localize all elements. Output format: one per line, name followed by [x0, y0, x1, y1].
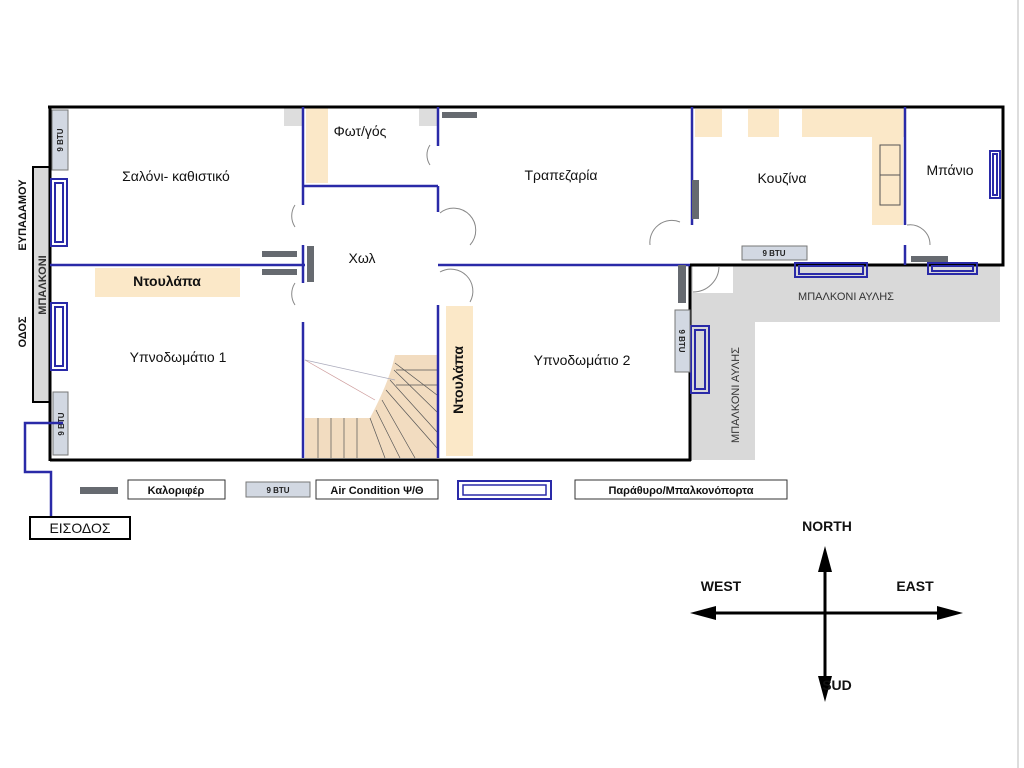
- street-name-line2: ΕΥΠΑΔΑΜΟΥ: [17, 179, 29, 251]
- room-bedroom-2: Υπνοδωμάτιο 2: [534, 352, 631, 368]
- room-hall: Χωλ: [348, 250, 375, 266]
- radiator-icon: [692, 180, 699, 219]
- street-name-line1: ΟΔΟΣ: [17, 316, 29, 347]
- kitchen-counter: [748, 109, 779, 137]
- legend-ac-box: [315, 479, 439, 500]
- legend-ac-sample: 9 BTU: [266, 486, 289, 495]
- compass-south: SUD: [822, 677, 852, 693]
- legend-ac-label: Air Condition Ψ/Θ: [330, 485, 424, 497]
- entrance-path: [23, 421, 63, 517]
- room-bathroom: Μπάνιο: [926, 162, 973, 178]
- legend-window-box: [574, 479, 788, 500]
- ac-unit-icon: [245, 481, 311, 498]
- arrow-south-icon: [818, 676, 832, 702]
- ac-label: 9 BTU: [677, 329, 686, 352]
- legend: Καλοριφέρ 9 BTU Air Condition Ψ/Θ Παράθυ…: [80, 479, 788, 500]
- legend-radiator-box: [127, 479, 226, 500]
- ac-unit-icon: [51, 109, 69, 171]
- wardrobe-2: [446, 306, 473, 456]
- radiator-icon: [678, 265, 686, 303]
- entrance-box: [29, 516, 131, 540]
- arrow-west-icon: [690, 606, 716, 620]
- ac-unit-icon: [741, 245, 808, 261]
- arrow-east-icon: [937, 606, 963, 620]
- windows: [50, 150, 1001, 394]
- room-light-well: Φωτ/γός: [334, 123, 387, 139]
- yard-balcony-label: ΜΠΑΛΚΟΝΙ ΑΥΛΗΣ: [730, 347, 742, 443]
- legend-radiator-label: Καλοριφέρ: [148, 485, 205, 497]
- window-icon: [457, 480, 552, 500]
- ac-label: 9 BTU: [56, 128, 65, 151]
- yard-balcony: [690, 265, 1000, 460]
- entrance-label: ΕΙΣΟΔΟΣ: [49, 520, 110, 536]
- window-icon: [989, 150, 1001, 199]
- compass-north: NORTH: [802, 518, 852, 534]
- legend-window-label: Παράθυρο/Μπαλκονόπορτα: [608, 485, 753, 497]
- column: [284, 108, 302, 126]
- radiators: [262, 112, 948, 303]
- room-bedroom-1: Υπνοδωμάτιο 1: [130, 349, 227, 365]
- radiator-icon: [911, 256, 948, 262]
- column: [419, 108, 437, 126]
- ac-units: 9 BTU 9 BTU 9 BTU 9 BTU: [51, 109, 808, 456]
- room-dining: Τραπεζαρία: [524, 167, 597, 183]
- kitchen-counter: [695, 109, 722, 137]
- front-balcony-label: ΜΠΑΛΚΟΝΙ: [37, 255, 49, 314]
- light-well-shelf: [306, 108, 328, 183]
- wardrobe-1: [95, 268, 240, 297]
- radiator-icon: [262, 269, 297, 275]
- kitchen-counter: [802, 109, 905, 137]
- wardrobe-label: Ντουλάπα: [450, 346, 466, 414]
- window-icon: [50, 302, 68, 371]
- compass: NORTH WEST EAST SUD: [690, 518, 963, 702]
- window-icon: [794, 262, 868, 278]
- ac-unit-icon: [674, 309, 691, 373]
- room-living: Σαλόνι- καθιστικό: [122, 168, 230, 184]
- yard-balcony-label: ΜΠΑΛΚΟΝΙ ΑΥΛΗΣ: [798, 291, 894, 303]
- window-icon: [927, 262, 978, 275]
- radiator-icon: [262, 251, 297, 257]
- compass-east: EAST: [896, 578, 934, 594]
- window-icon: [690, 325, 710, 394]
- compass-west: WEST: [701, 578, 742, 594]
- balcony-door-swing: [693, 266, 733, 293]
- radiator-icon: [442, 112, 477, 118]
- room-kitchen: Κουζίνα: [758, 170, 807, 186]
- ac-label: 9 BTU: [762, 249, 785, 258]
- arrow-north-icon: [818, 546, 832, 572]
- radiator-icon: [307, 246, 314, 282]
- door-swings: [291, 144, 931, 306]
- interior-walls: [50, 107, 907, 458]
- wardrobe-label: Ντουλάπα: [133, 273, 201, 289]
- staircase: [304, 355, 438, 459]
- window-icon: [50, 178, 68, 247]
- radiator-icon: [80, 487, 118, 494]
